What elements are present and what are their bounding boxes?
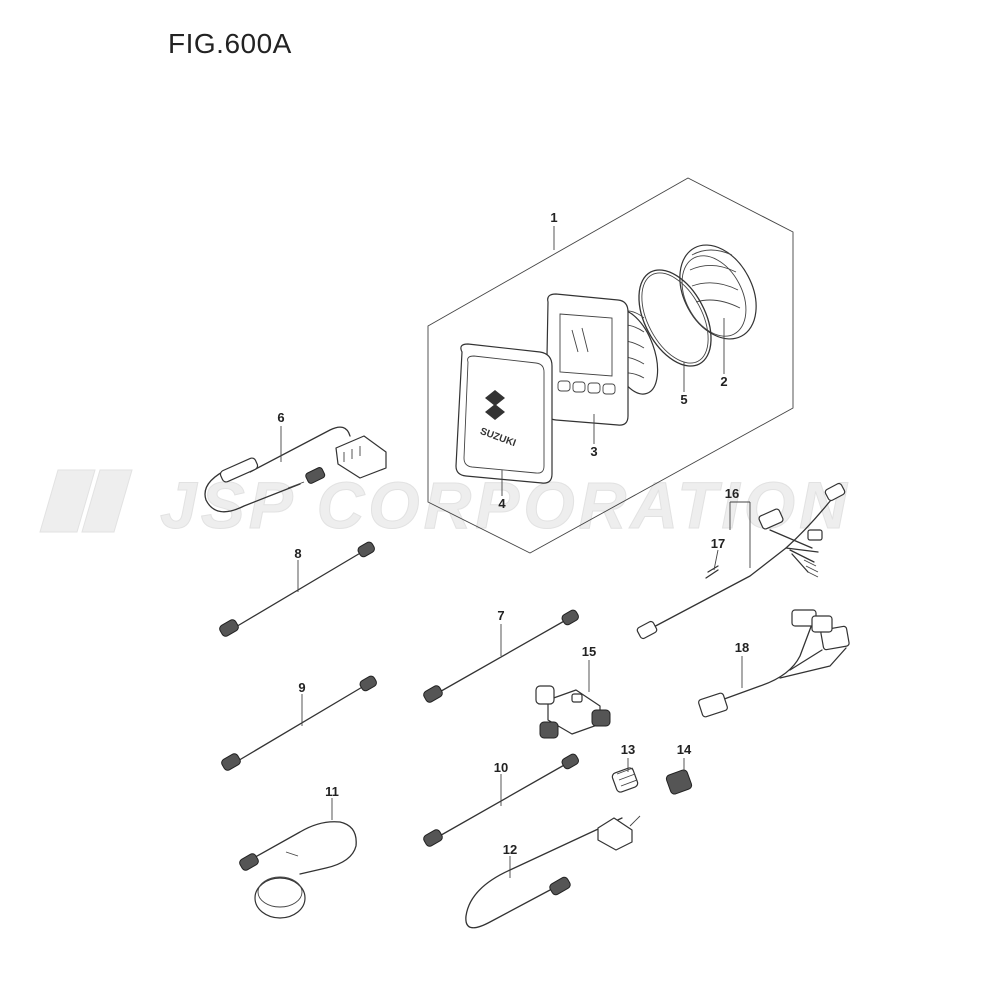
- callout-6: 6: [277, 410, 284, 425]
- callout-17: 17: [711, 536, 725, 551]
- assembly-group-frame: [427, 177, 794, 554]
- callout-4: 4: [498, 496, 506, 511]
- part-15-t-connector: [535, 685, 611, 739]
- callout-2: 2: [720, 374, 727, 389]
- watermark-logo-icon: [39, 469, 133, 533]
- part-16-wiring-harness: [636, 482, 846, 640]
- callout-18: 18: [735, 640, 749, 655]
- callout-3: 3: [590, 444, 597, 459]
- part-3-multi-function-gauge: [545, 293, 659, 426]
- part-11-sensor-cable: [239, 821, 357, 919]
- callout-11: 11: [325, 784, 339, 799]
- part-13-terminator: [611, 767, 639, 793]
- watermark: JSP CORPORATION: [39, 468, 851, 543]
- part-4-gauge-cover: SUZUKI: [455, 343, 553, 484]
- callout-5: 5: [680, 392, 687, 407]
- part-14-terminator: [665, 769, 693, 795]
- callout-13: 13: [621, 742, 635, 757]
- suzuki-logo-icon: [485, 390, 505, 420]
- part-18-y-harness: [698, 609, 850, 718]
- part-6-cable-with-bracket: [204, 426, 387, 513]
- part-10-extension-cable: [423, 753, 579, 847]
- callout-10: 10: [494, 760, 508, 775]
- callout-7: 7: [497, 608, 504, 623]
- callout-12: 12: [503, 842, 517, 857]
- part-17-clip: [705, 565, 719, 579]
- callout-1: 1: [550, 210, 557, 225]
- callout-labels: 1 2 3 4 5 6 7 8 9 10 11 12 13 14 15 16 1…: [277, 210, 749, 857]
- part-12-looped-cable: [465, 815, 641, 929]
- part-2-retaining-nut: [679, 244, 757, 340]
- leader-lines: [280, 226, 751, 878]
- callout-14: 14: [677, 742, 692, 757]
- watermark-text: JSP CORPORATION: [160, 468, 851, 542]
- callout-8: 8: [294, 546, 301, 561]
- part-7-extension-cable: [423, 609, 579, 703]
- figure-title: FIG.600A: [168, 28, 292, 59]
- part-5-o-ring: [638, 269, 712, 367]
- part-9-extension-cable: [221, 675, 377, 771]
- callout-9: 9: [298, 680, 305, 695]
- callout-15: 15: [582, 644, 596, 659]
- callout-16: 16: [725, 486, 739, 501]
